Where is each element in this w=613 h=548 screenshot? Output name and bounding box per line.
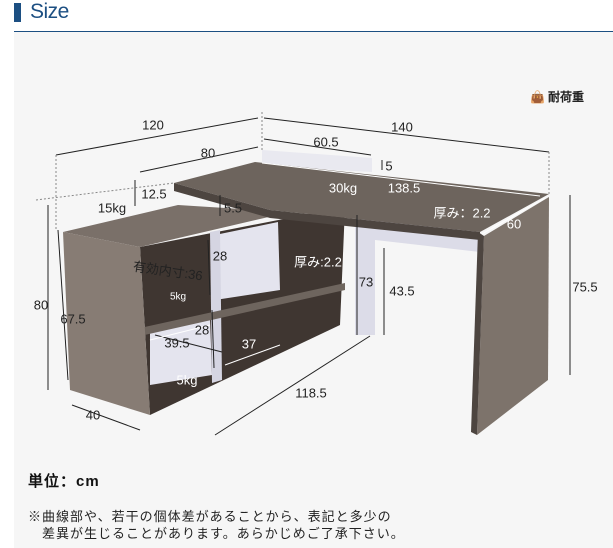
dim-desk-inner-width: 138.5 xyxy=(387,180,421,196)
dim-desk-load: 30kg xyxy=(328,180,358,196)
dim-line-bottom-length xyxy=(214,335,371,436)
dim-under-desk-height: 73 xyxy=(358,274,374,290)
shelf-side xyxy=(63,232,150,415)
dim-line-shelf-depth-lower xyxy=(154,334,223,353)
dim-line-shelf-inner-lower xyxy=(224,344,281,366)
shelf-back-panel-lower xyxy=(150,318,212,385)
unit-label: 単位：cm xyxy=(28,473,100,490)
disclaimer-note: ※曲線部や、若干の個体差があることから、表記と多少の 差異が生じることがあります… xyxy=(28,508,405,542)
dim-desk-depth: 60 xyxy=(506,216,522,232)
weight-bag-icon: 👜 xyxy=(530,89,545,104)
dim-shelf-load-lower: 5kg xyxy=(176,372,198,388)
load-capacity-legend: 👜 耐荷重 xyxy=(530,88,584,105)
dim-desk-thickness: 厚み：2.2 xyxy=(433,205,491,221)
dim-shelf-top-load: 15kg xyxy=(97,200,127,216)
shelf-top xyxy=(63,205,290,247)
note-line: ※曲線部や、若干の個体差があることから、表記と多少の xyxy=(28,509,392,524)
desk-top-edge xyxy=(174,183,480,240)
dim-line-shelf-height-upper xyxy=(207,239,211,296)
dim-shelf-load-upper: 5kg xyxy=(169,291,187,303)
dim-desk-height: 75.5 xyxy=(572,279,598,295)
dim-shelf-top-width: 80 xyxy=(200,145,216,161)
desk-leg-front xyxy=(471,232,484,435)
dim-overall-height: 80 xyxy=(33,297,49,313)
dim-shelf-height-upper: 28 xyxy=(212,248,228,264)
desk-leg-side xyxy=(477,197,549,435)
white-dimension-lines xyxy=(149,162,546,366)
dim-back-panel-gap: 5 xyxy=(385,158,393,174)
dim-modesty-clearance: 43.5 xyxy=(389,283,415,299)
dim-line-desk-inner-width xyxy=(261,162,541,197)
dim-shelf-step: 12.5 xyxy=(141,186,167,202)
note-line: 差異が生じることがあります。あらかじめご了承下さい。 xyxy=(42,526,405,541)
modesty-panel xyxy=(300,212,480,335)
dim-shelf-thickness: 厚み:2.2 xyxy=(294,254,342,270)
dimension-lines xyxy=(35,112,571,436)
dim-shelf-depth: 40 xyxy=(85,407,101,423)
header-accent-bar xyxy=(14,3,21,22)
dim-shelf-inner-lower: 37 xyxy=(241,336,257,352)
header-divider xyxy=(14,31,613,32)
dim-line-desk-depth xyxy=(481,197,546,235)
dim-total-width-left: 120 xyxy=(142,117,164,133)
legend-label: 耐荷重 xyxy=(547,90,584,104)
shelf-back-panel-upper xyxy=(215,222,280,300)
dim-line-back-panel-width xyxy=(263,138,372,156)
section-title: Size xyxy=(30,0,69,23)
dim-shelf-height: 67.5 xyxy=(60,311,86,327)
extension-line xyxy=(35,182,175,201)
dim-back-panel-width: 60.5 xyxy=(313,134,339,150)
dim-line-total-width-right xyxy=(263,117,550,153)
dim-shelf-height-lower: 28 xyxy=(194,322,210,338)
dim-line-total-width-left xyxy=(55,117,259,156)
dim-total-width-right: 140 xyxy=(391,119,413,135)
dim-line-shelf-height-lower xyxy=(211,309,215,369)
dim-bottom-length: 118.5 xyxy=(295,385,327,401)
shelf-board xyxy=(140,283,345,336)
dim-shelf-depth-lower: 39.5 xyxy=(164,335,190,351)
dim-line-shelf-depth xyxy=(71,404,141,431)
desk-top xyxy=(174,162,549,232)
dim-line-shelf-top-width xyxy=(139,146,259,173)
dim-line-shelf-height xyxy=(57,229,69,381)
desk-illustration xyxy=(63,150,549,435)
dim-line-inner-dimension xyxy=(149,324,211,341)
dim-desk-top-gap: 5.5 xyxy=(223,200,243,216)
